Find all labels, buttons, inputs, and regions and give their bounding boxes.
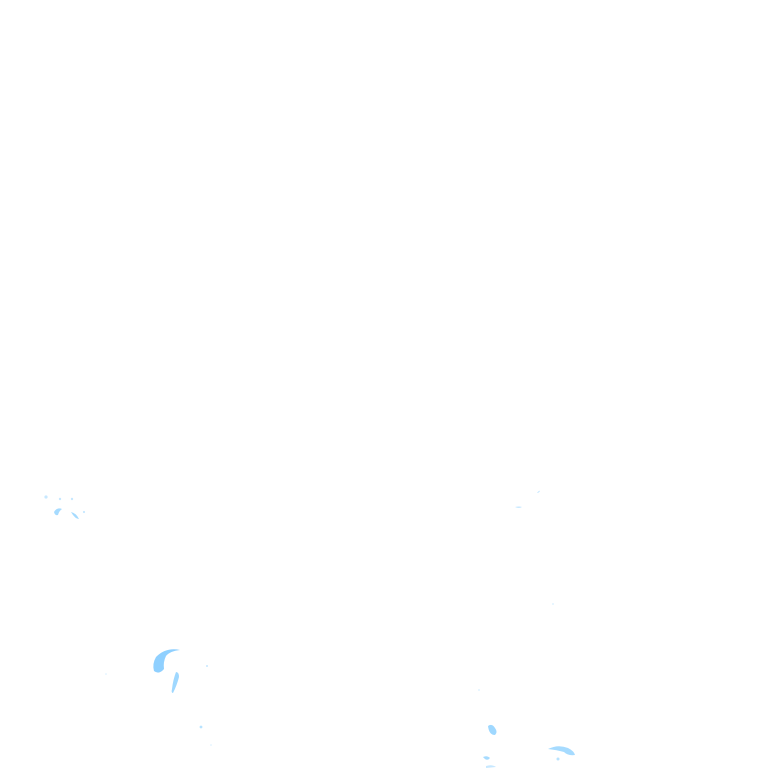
droplet [58, 497, 62, 501]
droplet [70, 497, 74, 501]
droplet [537, 490, 540, 493]
splash-drop [488, 724, 497, 735]
droplet [515, 506, 522, 508]
splash-drop [548, 746, 575, 756]
droplet [478, 689, 480, 691]
droplet-cluster-upper-left [44, 495, 86, 519]
droplet [556, 757, 560, 761]
droplet [71, 512, 79, 519]
droplet [54, 508, 62, 516]
splash-lower-left [105, 649, 212, 746]
droplet-cluster-upper-right [515, 490, 554, 605]
droplet [105, 673, 107, 675]
splash-drop [486, 765, 496, 768]
droplet [210, 744, 212, 746]
splash-drop [153, 649, 180, 673]
droplet [44, 495, 48, 499]
splash-drop [171, 672, 179, 693]
splash-lower-right [478, 689, 575, 768]
droplet [552, 603, 554, 605]
droplet [199, 725, 203, 729]
splash-drop [483, 756, 490, 760]
droplet [82, 510, 86, 514]
droplet [206, 665, 208, 667]
